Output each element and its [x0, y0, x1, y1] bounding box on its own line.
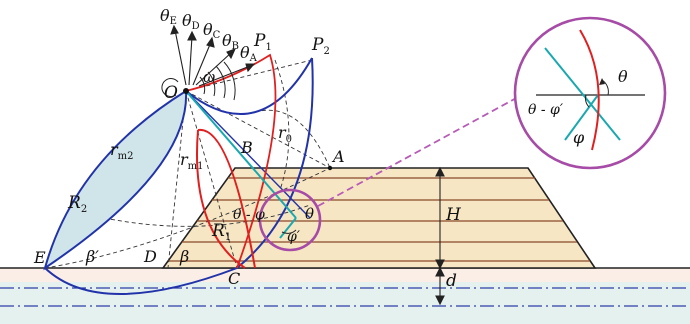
red-curve-left — [196, 129, 246, 269]
label-rm2: rm2 — [110, 140, 134, 162]
label-d-point: D — [143, 247, 157, 266]
label-omega: ω — [203, 68, 215, 86]
label-theta-slope: θ — [305, 205, 314, 223]
label-b: B — [240, 138, 253, 157]
zoom-angle-arc — [585, 94, 590, 108]
label-r2: R2 — [67, 193, 87, 215]
label-theta-b: θB — [222, 31, 239, 52]
soil-layer-lines — [168, 177, 590, 262]
label-r0: r0 — [278, 123, 292, 145]
label-p2: P2 — [311, 35, 330, 57]
label-c: C — [228, 269, 240, 288]
red-curve-right — [197, 128, 256, 269]
center-point-o — [183, 88, 189, 94]
label-r1: R1 — [211, 221, 231, 243]
label-beta-prime: β′ — [85, 247, 99, 266]
inset-label-phi: φ — [573, 128, 585, 147]
label-theta-d: θD — [182, 11, 200, 32]
radius-line-blue — [185, 90, 311, 219]
zoom-cyan-line — [544, 47, 621, 141]
sliding-surface-bottom — [44, 267, 238, 295]
zoom-inset — [513, 16, 667, 170]
lens-r2 — [43, 89, 188, 271]
label-theta-a: θA — [240, 43, 258, 64]
label-rm1: rm1 — [180, 150, 204, 172]
cyan-radius — [185, 90, 297, 219]
inset-label-theta: θ — [618, 67, 628, 86]
label-e: E — [33, 248, 46, 267]
zoom-circle — [513, 16, 667, 170]
depth-dimension — [435, 266, 445, 306]
zoom-red-curve — [579, 29, 600, 151]
phi-prime-arc — [281, 229, 297, 234]
label-a: A — [331, 147, 345, 166]
detail-connector — [317, 95, 521, 207]
label-theta-e: θE — [160, 6, 177, 27]
detail-circle — [258, 188, 322, 252]
sliding-surface-top — [185, 57, 313, 115]
label-phi-prime: φ′ — [287, 229, 301, 245]
zoom-cyan-branch — [564, 94, 599, 141]
cyan-tail — [279, 217, 297, 239]
theta-arrows — [170, 24, 256, 87]
sliding-surface-right — [236, 57, 314, 269]
label-o: O — [164, 83, 178, 103]
label-theta-c: θC — [203, 20, 221, 41]
rotation-arcs — [161, 61, 236, 101]
red-outer-curve — [185, 53, 277, 269]
zoom-theta-arrowhead — [599, 78, 605, 85]
inset-label-theta-minus-phi: θ - φ′ — [528, 102, 564, 118]
label-h: H — [445, 205, 462, 225]
label-d-depth: d — [446, 271, 457, 291]
label-theta-minus-phi: θ - φ — [233, 207, 265, 223]
label-beta: β — [179, 247, 189, 266]
point-a-marker — [327, 165, 333, 171]
label-p1: P1 — [253, 31, 272, 53]
height-dimension — [435, 166, 445, 270]
water-layer — [0, 282, 690, 324]
